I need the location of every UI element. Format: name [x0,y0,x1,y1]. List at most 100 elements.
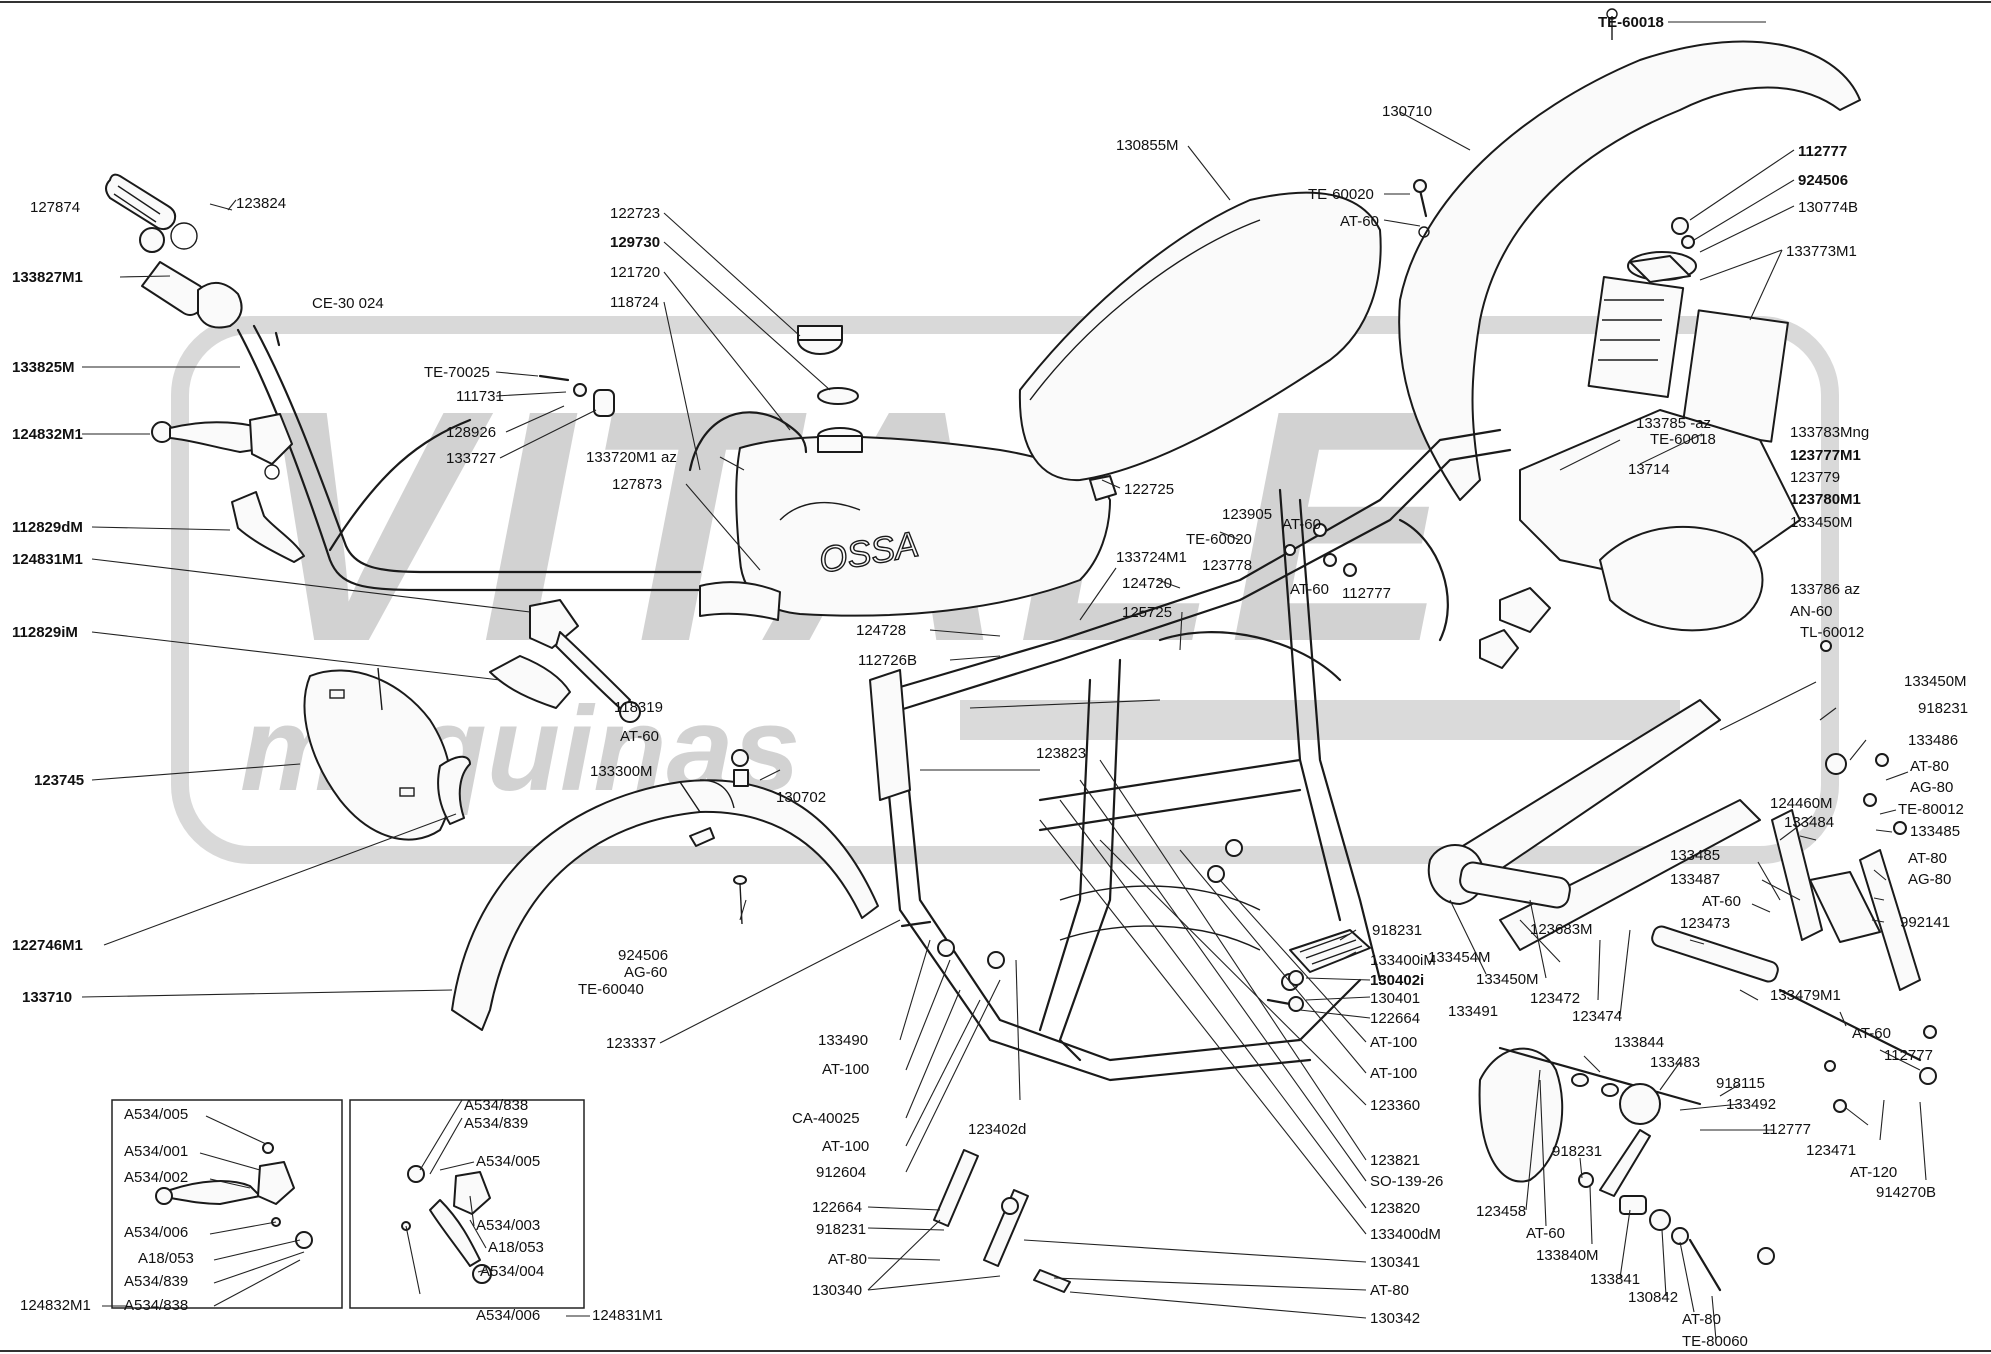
inset-right-item-4: A534/003 [476,1217,540,1234]
label-te60020-b: TE-60020 [1186,531,1252,548]
inset-right-assembly: 124831M1 [592,1307,663,1324]
inset-left-item-7: A534/838 [124,1297,188,1314]
label-128926: 128926 [446,424,496,441]
label-122725: 122725 [1124,481,1174,498]
label-123458: 123458 [1476,1203,1526,1220]
label-133450m-b: 133450M [1904,673,1967,690]
label-121720: 121720 [610,264,660,281]
label-at80-a: AT-80 [828,1251,867,1268]
label-at80-d: AT-80 [1908,850,1947,867]
label-130342: 130342 [1370,1310,1420,1327]
brake-lever [529,599,641,723]
label-133485-b: 133485 [1670,847,1720,864]
label-123473: 123473 [1680,915,1730,932]
inset-left-item-3: A534/002 [124,1169,188,1186]
leader-lines [81,21,1927,1341]
air-filter [1587,251,1789,443]
label-124832m1-a: 124832M1 [12,426,83,443]
label-133486: 133486 [1908,732,1958,749]
label-133720m1az: 133720M1 az [586,449,677,466]
label-13714: 13714 [1628,461,1670,478]
label-at60-d: AT-60 [620,728,659,745]
label-at60-e: AT-60 [1702,893,1741,910]
lever-cover-right [231,491,305,563]
label-at60-b: AT-60 [1282,516,1321,533]
label-130340: 130340 [812,1282,862,1299]
label-te60040: TE-60040 [578,981,644,998]
label-at80-c: AT-80 [1910,758,1949,775]
label-ag60-a: AG-60 [624,964,667,981]
label-te60018-top: TE-60018 [1598,14,1664,31]
label-130710: 130710 [1382,103,1432,120]
label-123777m1: 123777M1 [1790,447,1861,464]
brake-disc [1478,1046,1702,1183]
fuel-tank: OSSA [699,427,1111,621]
label-123820: 123820 [1370,1200,1420,1217]
label-ag80-a: AG-80 [1910,779,1953,796]
label-123780m1: 123780M1 [1790,491,1861,508]
inset-right-item-2: A534/839 [464,1115,528,1132]
label-918231-c: 918231 [1918,700,1968,717]
label-123472: 123472 [1530,990,1580,1007]
rear-axle [1651,925,1937,1085]
label-133783mng: 133783Mng [1790,424,1869,441]
label-118724: 118724 [610,294,659,311]
inset-left-item-6: A534/839 [124,1273,188,1290]
rear-fender [1398,8,1861,501]
air-box [1479,409,1801,669]
label-124720: 124720 [1122,575,1172,592]
label-te80060: TE-80060 [1682,1333,1748,1350]
label-112726b: 112726B [858,652,917,669]
inset-right-item-7: A534/006 [476,1307,540,1324]
label-123402d: 123402d [968,1121,1026,1138]
seat [1018,191,1382,501]
label-130774b: 130774B [1798,199,1858,216]
label-124831m1-a: 124831M1 [12,551,83,568]
label-992141: 992141 [1900,914,1950,931]
label-133450m-a: 133450M [1790,514,1853,531]
label-123474: 123474 [1572,1008,1622,1025]
inset-right-item-3: A534/005 [476,1153,540,1170]
fuel-cap [797,325,859,405]
label-918115: 918115 [1716,1075,1765,1092]
label-at100-d: AT-100 [1370,1065,1417,1082]
label-tl60012: TL-60012 [1800,624,1864,641]
label-133710: 133710 [22,989,72,1006]
label-123821: 123821 [1370,1152,1420,1169]
label-112829dm: 112829dM [12,519,83,536]
label-an60: AN-60 [1790,603,1833,620]
label-133727: 133727 [446,450,496,467]
label-112829im: 112829iM [12,624,78,641]
label-te60018-b: TE-60018 [1650,431,1716,448]
label-133479m1: 133479M1 [1770,987,1841,1004]
inset-left-item-4: A534/006 [124,1224,188,1241]
label-133300m: 133300M [590,763,653,780]
label-122723: 122723 [610,205,660,222]
label-912604: 912604 [816,1164,866,1181]
part-labels: TE-60018 130710 130855M TE-60020 AT-60 1… [12,14,1968,1350]
label-133840m: 133840M [1536,1247,1599,1264]
label-at80-b: AT-80 [1370,1282,1409,1299]
inset-left-assembly: 124832M1 [20,1297,91,1314]
rear-linkage [1771,753,1921,991]
label-133400dm: 133400dM [1370,1226,1441,1243]
label-112777-a: 112777 [1798,143,1847,160]
inset-left-item-2: A534/001 [124,1143,188,1160]
label-924506-a: 924506 [1798,172,1848,189]
clutch-lever [151,413,293,480]
label-918231-d: 918231 [1552,1143,1602,1160]
label-at100-a: AT-100 [822,1061,869,1078]
label-112777-c: 112777 [1884,1047,1933,1064]
label-127873: 127873 [612,476,662,493]
label-123905: 123905 [1222,506,1272,523]
inset-left-item-5: A18/053 [138,1250,194,1267]
label-at100-b: AT-100 [822,1138,869,1155]
fuel-hose [688,411,808,472]
side-links [933,1149,1071,1293]
label-ag80-b: AG-80 [1908,871,1951,888]
label-at60-g: AT-60 [1526,1225,1565,1242]
label-133454m: 133454M [1428,949,1491,966]
label-at60-f: AT-60 [1852,1025,1891,1042]
label-123778: 123778 [1202,557,1252,574]
